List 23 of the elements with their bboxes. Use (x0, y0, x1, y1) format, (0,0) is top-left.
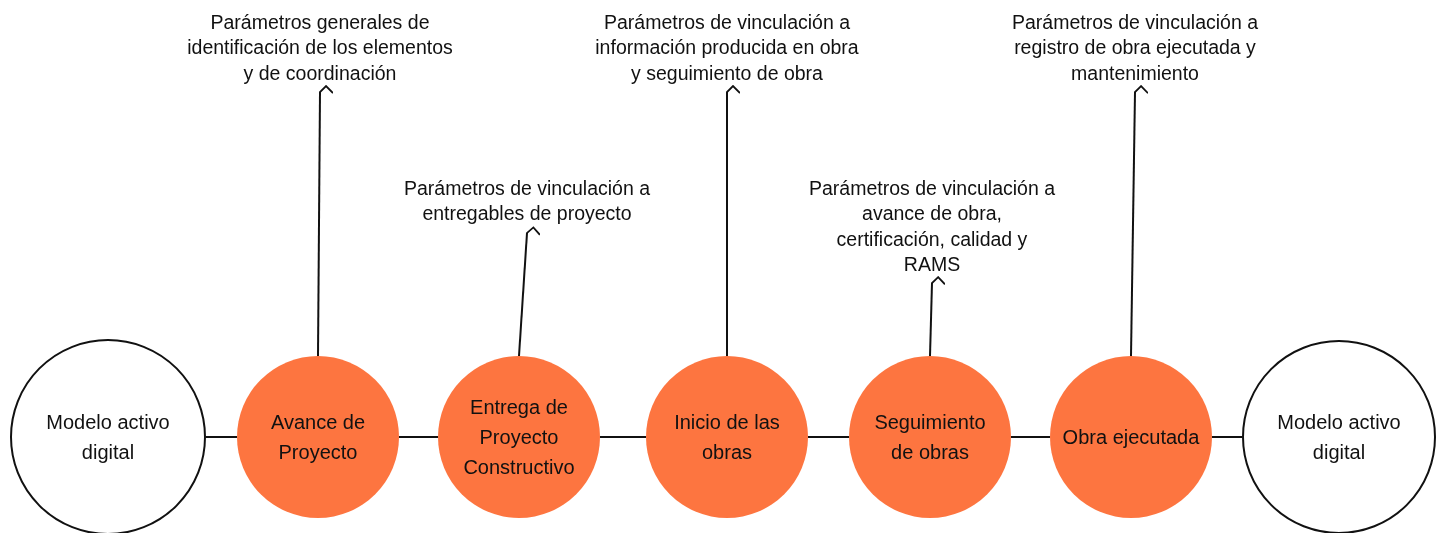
arrow (1130, 85, 1149, 357)
parameter-note: Parámetros de vinculación a registro de obra ejecutada y mantenimiento (1005, 10, 1265, 87)
circle-label: Modelo activo digital (45, 410, 171, 465)
connector-line (1211, 436, 1243, 438)
connector-line (807, 436, 850, 438)
circle-label: Obra ejecutada (1061, 425, 1201, 450)
circle-label: Modelo activo digital (1276, 410, 1402, 465)
connector-line (1010, 436, 1051, 438)
connector-line (205, 436, 238, 438)
circle-label: Avance de Proyecto (269, 410, 367, 465)
parameter-note: Parámetros de vinculación a avance de obra, certificación, calidad y RAMS (807, 176, 1057, 278)
arrow (317, 85, 334, 357)
connector-line (599, 436, 647, 438)
parameter-note: Parámetros generales de identificación de los elementos y de coordinación (185, 10, 455, 87)
parameter-note: Parámetros de vinculación a información producida en obra y seguimiento de obra (592, 10, 862, 87)
arrow (725, 85, 741, 357)
arrow (518, 226, 541, 357)
parameter-note: Parámetros de vinculación a entregables de proyecto (397, 176, 657, 227)
circle-label: Inicio de las obras (673, 410, 781, 465)
circle-label: Seguimiento de obras (873, 410, 987, 465)
circle-label: Entrega de Proyecto Constructivo (462, 395, 576, 480)
arrow (929, 276, 946, 357)
connector-line (398, 436, 439, 438)
